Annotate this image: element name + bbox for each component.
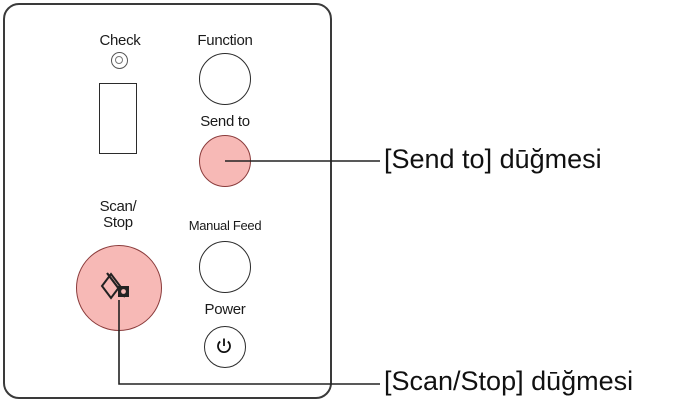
- check-display: [99, 83, 137, 154]
- scan-stop-label: Scan/ Stop: [99, 198, 137, 231]
- function-button[interactable]: [199, 53, 251, 105]
- scan-stop-callout: [Scan/Stop] dūğmesi: [384, 366, 634, 396]
- power-icon: [217, 338, 231, 353]
- send-to-label: Send to: [200, 113, 250, 130]
- check-led-icon: [111, 52, 128, 69]
- power-button[interactable]: [204, 326, 246, 368]
- function-label: Function: [197, 32, 253, 49]
- scanner-control-panel: [3, 3, 332, 399]
- check-label: Check: [99, 32, 141, 49]
- send-to-callout: [Send to] dūğmesi: [384, 144, 602, 174]
- manual-feed-label: Manual Feed: [188, 218, 262, 233]
- scan-stop-icon: [100, 272, 129, 300]
- manual-feed-button[interactable]: [199, 241, 251, 293]
- power-label: Power: [204, 301, 246, 318]
